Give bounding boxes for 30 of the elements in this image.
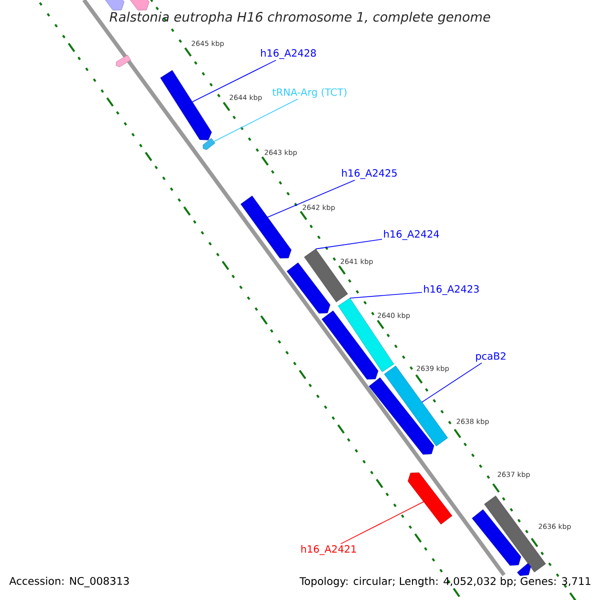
gene-block: [202, 138, 216, 150]
gene-label: h16_A2424: [384, 230, 439, 240]
gene-bar: [338, 298, 394, 372]
gene-label: h16_A2421: [301, 545, 356, 555]
leader-line: [192, 60, 276, 102]
gene-block: [240, 196, 292, 258]
gene-block: [104, 0, 124, 10]
leader-line: [213, 98, 298, 142]
gene-block: [160, 70, 212, 140]
gene-label: h16_A2423: [424, 285, 479, 295]
gene-block: [322, 310, 378, 380]
leader-line: [315, 238, 382, 250]
genome-info-text: Topology: circular; Length: 4,052,032 bp; Genes: 3,711: [300, 576, 590, 588]
leader-line: [340, 501, 424, 544]
gene-block: [408, 472, 452, 524]
gene-label: h16_A2428: [261, 49, 316, 59]
gene-block: [517, 563, 531, 576]
accession-text: Accession: NC_008313: [9, 576, 129, 588]
gene-label: tRNA-Arg (TCT): [272, 88, 346, 98]
gene-block: [472, 509, 522, 566]
gene-block: [286, 262, 330, 314]
gene-label: pcaB2: [476, 352, 506, 362]
leader-line: [421, 362, 482, 403]
gene-bar: [384, 366, 448, 446]
gene-block: [128, 0, 150, 10]
gene-label: h16_A2425: [342, 169, 397, 179]
gene-block: [116, 54, 131, 68]
gene-block: [368, 377, 434, 455]
leader-line: [267, 180, 356, 218]
title: Ralstonia eutropha H16 chromosome 1, complete genome: [110, 12, 490, 24]
